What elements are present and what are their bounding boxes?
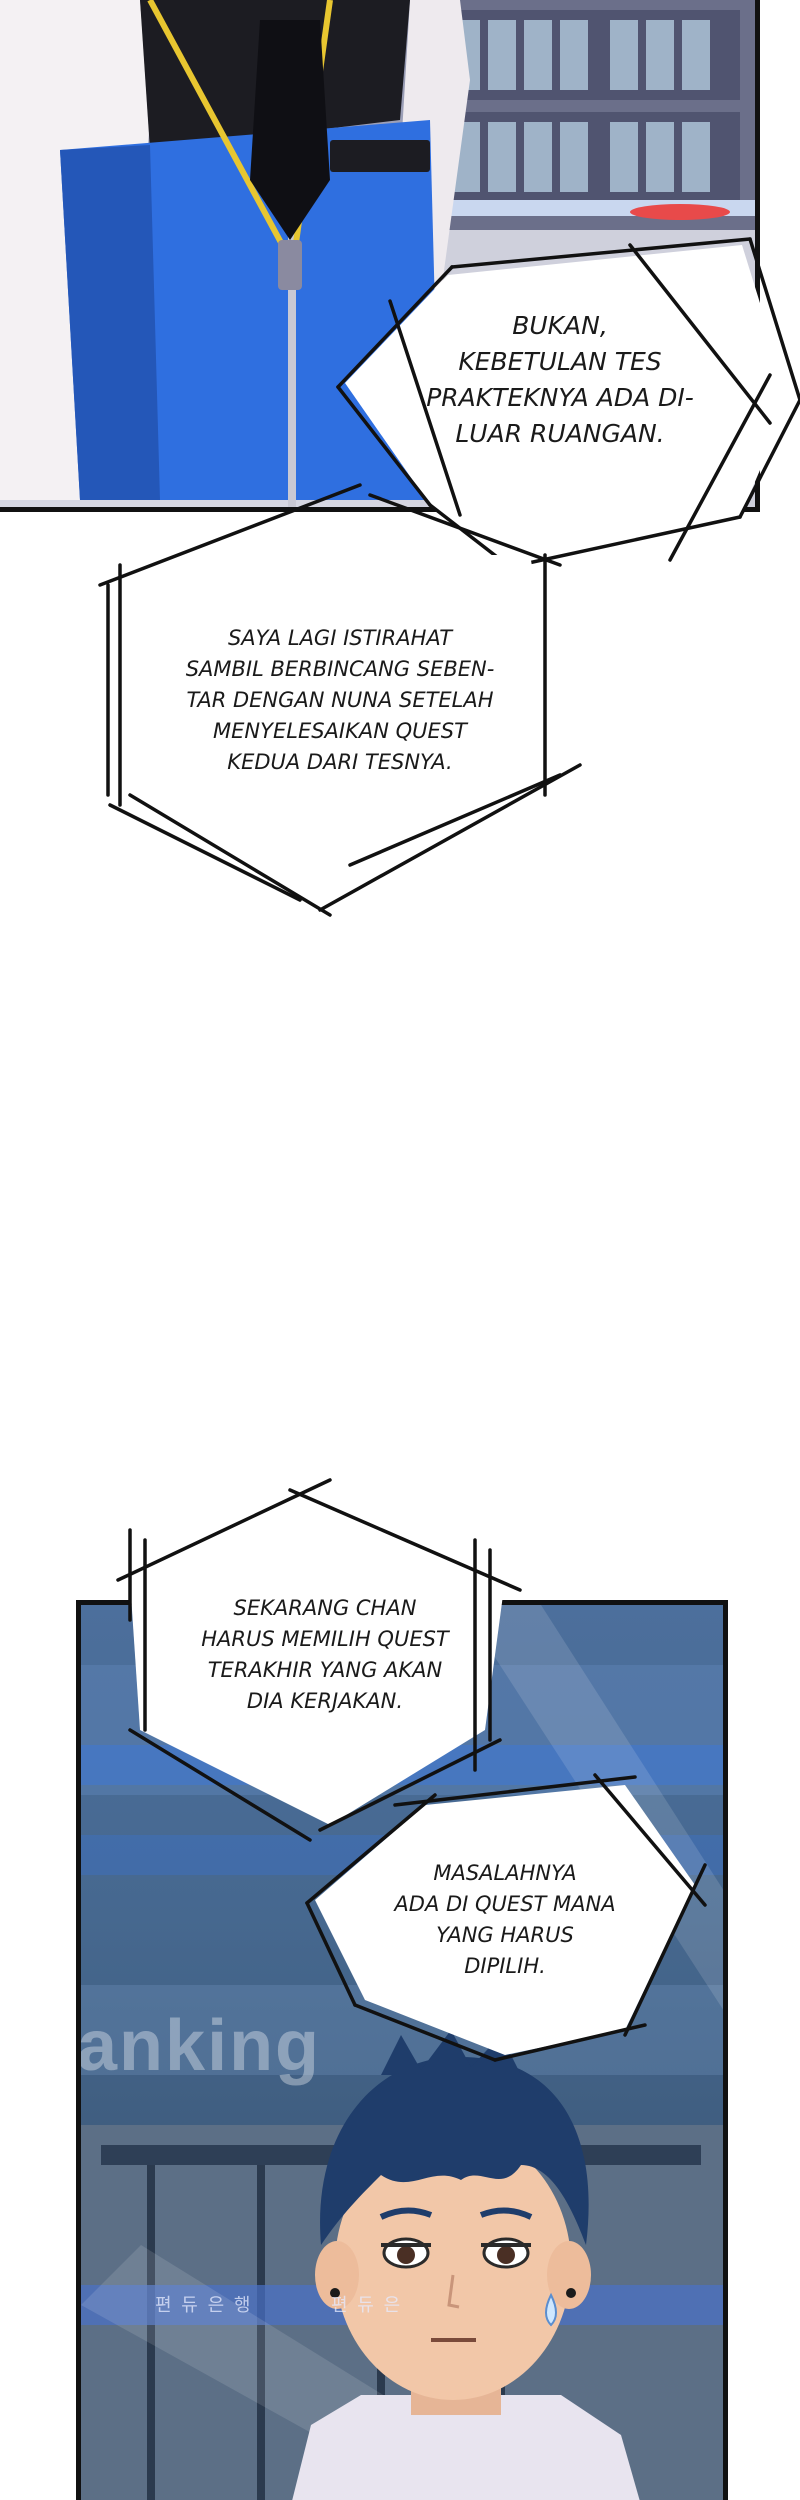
speech-bubble-1: BUKAN, KEBETULAN TES PRAKTEKNYA ADA DI- … (330, 215, 800, 570)
bubble-outline (98, 483, 582, 917)
korean-sign-right: 편 듀 은 (331, 2295, 403, 2316)
bubble-1-text: BUKAN, KEBETULAN TES PRAKTEKNYA ADA DI- … (426, 311, 694, 448)
speech-bubble-4: MASALAHNYA ADA DI QUEST MANA YANG HARUS … (305, 1773, 707, 2075)
korean-sign-left: 편 듀 은 행 (155, 2295, 253, 2316)
store-sign-text: anking (77, 2006, 322, 2086)
bubble-4-text: MASALAHNYA ADA DI QUEST MANA YANG HARUS … (394, 1861, 616, 1978)
bubble-2-text: SAYA LAGI ISTIRAHAT SAMBIL BERBINCANG SE… (185, 625, 495, 774)
speech-bubble-3: SEKARANG CHAN HARUS MEMILIH QUEST TERAKH… (110, 1478, 540, 1850)
bubble-outline (116, 1478, 522, 1842)
bubble-outline (305, 1773, 707, 2062)
speech-bubble-2: SAYA LAGI ISTIRAHAT SAMBIL BERBINCANG SE… (90, 483, 590, 917)
bottom-comic-panel: anking 편 듀 은 행 편 듀 은 (76, 1600, 728, 2500)
bubble-3-text: SEKARANG CHAN HARUS MEMILIH QUEST TERAKH… (201, 1596, 449, 1713)
bubble-outline (336, 237, 800, 569)
